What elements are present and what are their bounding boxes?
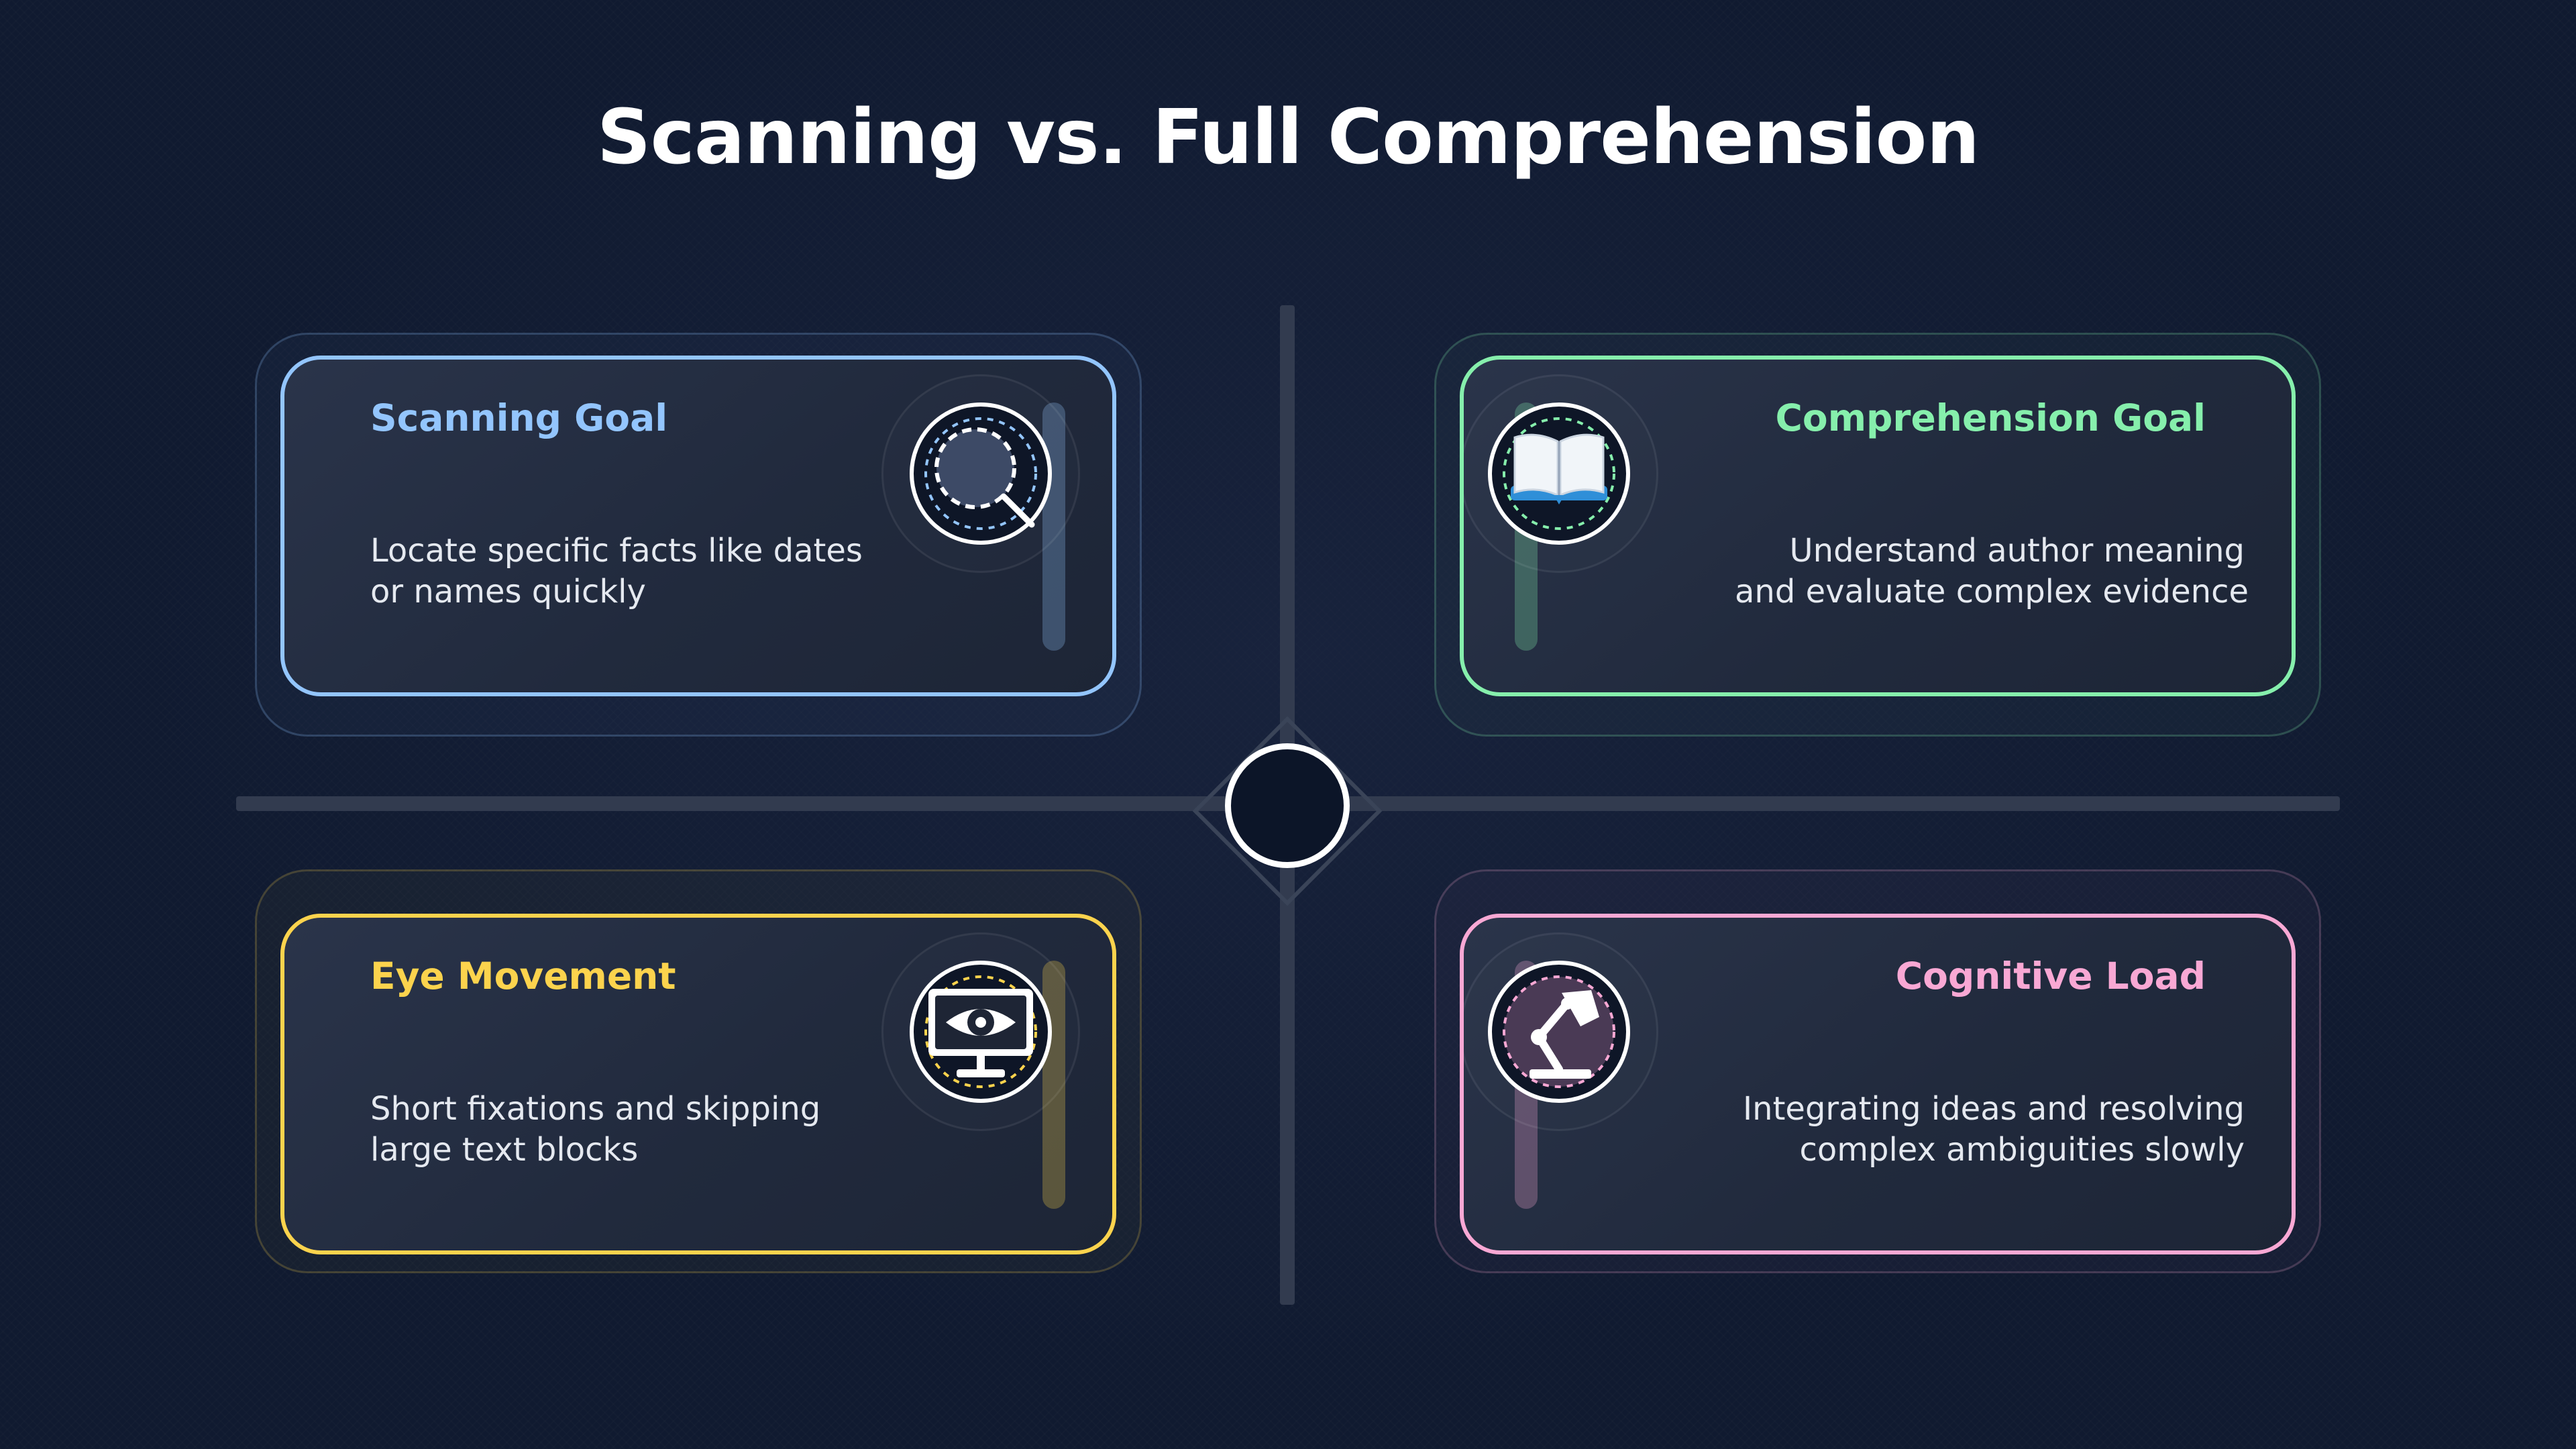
card-title: Cognitive Load bbox=[1895, 955, 2206, 998]
cognitive-load-outer-frame bbox=[1434, 869, 2321, 1273]
eye-movement-card: Eye Movement Short fixations and skippin… bbox=[280, 914, 1116, 1254]
cognitive-load-card: Cognitive Load Integrating ideas and res… bbox=[1460, 914, 2296, 1254]
icon-halo bbox=[881, 932, 1080, 1131]
eye-monitor-icon bbox=[910, 961, 1052, 1103]
scanning-goal-outer-frame bbox=[255, 333, 1142, 737]
book-icon bbox=[1488, 402, 1630, 545]
comprehension-goal-card: Comprehension Goal Understand author mea… bbox=[1460, 356, 2296, 696]
center-node bbox=[1225, 743, 1350, 868]
icon-halo bbox=[881, 374, 1080, 573]
page-title: Scanning vs. Full Comprehension bbox=[596, 94, 1980, 181]
icon-halo bbox=[1464, 932, 1658, 1131]
card-description: Understand author meaning and evaluate c… bbox=[1735, 532, 2249, 610]
card-title: Comprehension Goal bbox=[1775, 396, 2206, 439]
card-description: Integrating ideas and resolving complex … bbox=[1743, 1090, 2245, 1169]
card-title: Eye Movement bbox=[370, 955, 676, 998]
eye-movement-outer-frame bbox=[255, 869, 1142, 1273]
card-description: Locate specific facts like dates or name… bbox=[370, 532, 863, 610]
scanning-goal-card: Scanning Goal Locate specific facts like… bbox=[280, 356, 1116, 696]
card-description: Short fixations and skipping large text … bbox=[370, 1090, 821, 1169]
desk-lamp-icon bbox=[1488, 961, 1630, 1103]
icon-halo bbox=[1464, 374, 1658, 573]
comprehension-goal-outer-frame bbox=[1434, 333, 2321, 737]
card-title: Scanning Goal bbox=[370, 396, 668, 439]
magnifier-icon bbox=[910, 402, 1052, 545]
